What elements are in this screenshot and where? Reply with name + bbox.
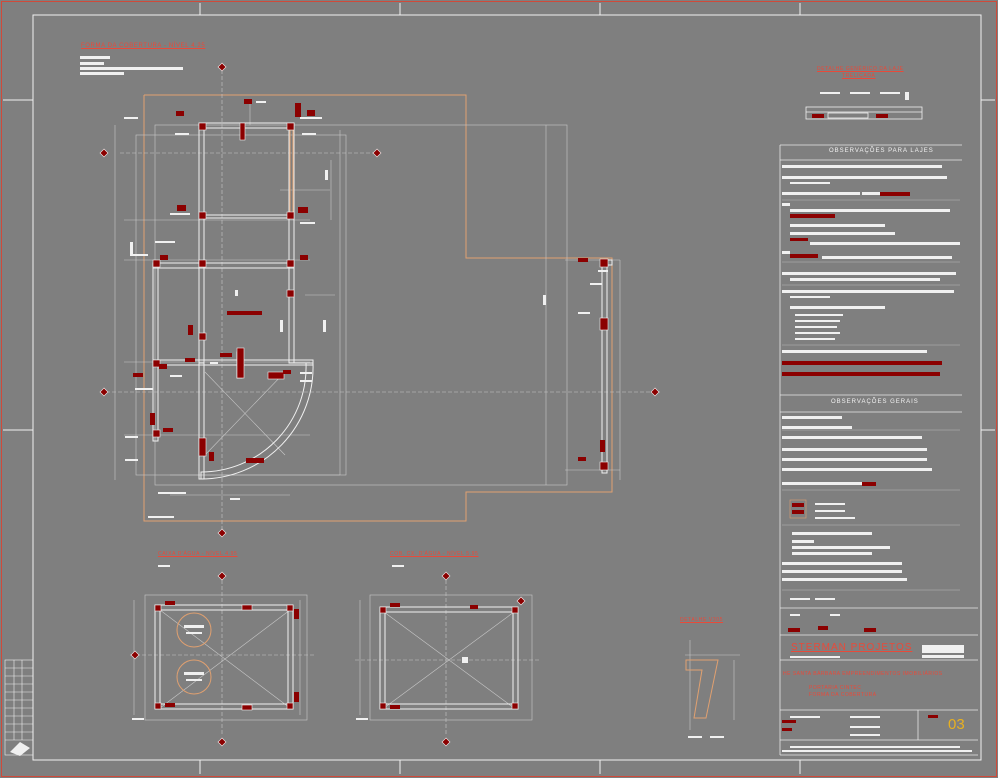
obs-gerais-heading: OBSERVAÇÕES GERAIS: [831, 399, 919, 405]
inner-frame: [32, 14, 982, 761]
north-arrow: [10, 742, 30, 756]
water-tank-plan: [130, 565, 315, 747]
project-line-1: PORTARIA CINTEC: [809, 685, 862, 691]
roof-outline: [143, 94, 613, 522]
main-plan: [80, 56, 660, 538]
company-name: STERMAN PROJETOS: [791, 642, 913, 653]
notes-panel: [779, 144, 978, 756]
client-name: HE SANTA BÁRBARA EMPREENDIMENTOS IMOBILI…: [783, 671, 943, 677]
frame-tick-marks: [3, 3, 995, 774]
slab-detail-subtitle: TRELIÇADA: [842, 73, 876, 79]
sheet-number: 03: [948, 716, 965, 733]
legend-table: [4, 659, 34, 756]
slab-detail-title: DETALHE GENÉRICO DA LAJE: [817, 66, 904, 72]
slab-detail: [805, 92, 923, 120]
tank-roof-plan: [355, 565, 540, 747]
obs-lajes-heading: OBSERVAÇÕES PARA LAJES: [829, 148, 934, 154]
project-line-2: FORMA DA COBERTURA: [809, 692, 877, 698]
detail-v205: [685, 640, 740, 738]
water-tank-title: CAIXA D'ÁGUA - NÍVEL 4.95: [158, 551, 238, 557]
detail-v-title: DETALHE V205: [680, 617, 723, 623]
main-plan-title: FORMA DA COBERTURA - NÍVEL 4.25: [81, 43, 206, 49]
tank-roof-title: COB. CX. D'ÁGUA - NÍVEL 5.95: [390, 551, 479, 557]
